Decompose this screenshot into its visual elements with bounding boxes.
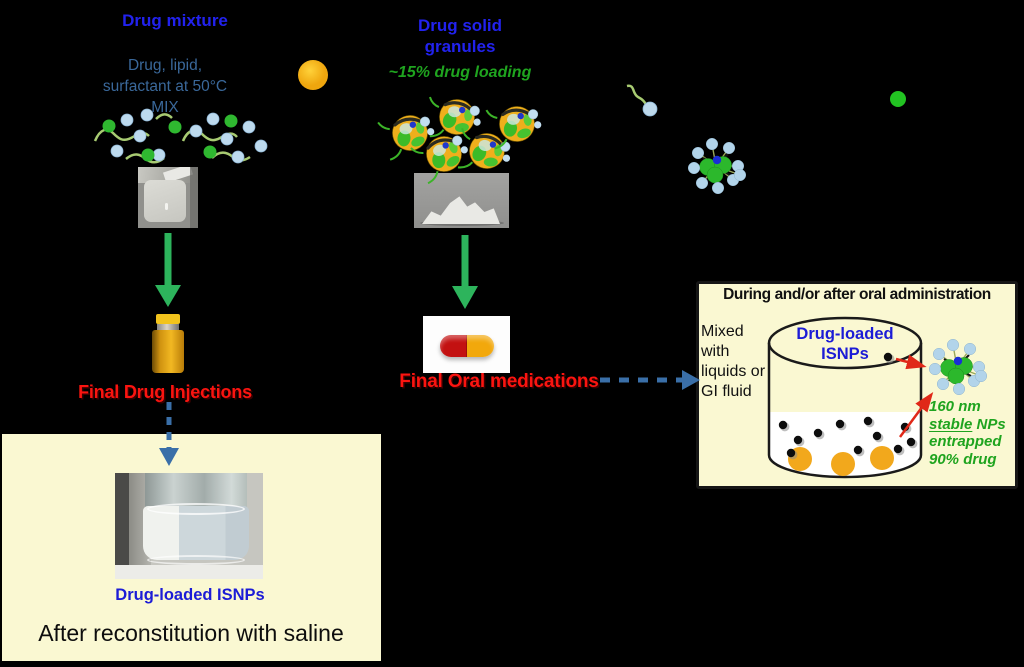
beaker-np-label-line2: ISNPs [821, 345, 869, 363]
beaker-np-label-line1: Drug-loaded [796, 325, 894, 343]
surfactant-molecule-icon [626, 84, 658, 117]
np-size-note-line2-rest: NPs [972, 415, 1006, 433]
semisolid-blob [144, 180, 186, 222]
capsule-photo [423, 316, 510, 373]
vial-body [152, 330, 184, 373]
vial-cap [156, 314, 180, 324]
mixture-subtitle: Drug, lipid, surfactant at 50°C MIX [80, 55, 250, 118]
final-drug-injections-label: Final Drug Injections [78, 382, 252, 402]
drug-mixture-title: Drug mixture [122, 11, 228, 30]
reconstituted-vial-photo [115, 473, 263, 579]
vial-band [157, 324, 179, 330]
vial-rim [147, 555, 245, 565]
photo-speck [165, 203, 168, 210]
mixed-with-note-line1: Mixed [701, 323, 744, 340]
photo-shadow [190, 167, 198, 228]
final-oral-medications-label: Final Oral medications [399, 371, 599, 392]
mixed-with-note-line3: liquids or [701, 363, 766, 380]
mixture-subtitle-line3: MIX [151, 99, 179, 116]
np-size-note-line4: 90% drug [929, 450, 997, 468]
mixed-with-note-line2: with [701, 343, 730, 360]
powder-photo [414, 173, 509, 228]
np-size-note-line3: entrapped [929, 433, 1002, 450]
mixture-subtitle-line2: surfactant at 50°C [102, 78, 228, 95]
liquid-surface [147, 503, 245, 515]
granules-title-line2: granules [424, 37, 496, 56]
oral-admin-title: During and/or after oral administration [723, 286, 991, 303]
green-particle-icon [890, 91, 906, 107]
blue-dashed-arrow [600, 370, 700, 390]
granules-title-line1: Drug solid [417, 16, 503, 35]
orange-particle-icon [298, 60, 328, 90]
reconstitution-caption: After reconstitution with saline [38, 620, 344, 646]
capsule-image [440, 335, 494, 357]
green-down-arrow [452, 235, 478, 309]
green-down-arrow [155, 233, 181, 307]
drug-solid-granules-title: Drug solid granules [385, 15, 535, 57]
mixed-with-note-line4: GI fluid [701, 383, 752, 400]
injection-vial-image [152, 314, 184, 373]
np-size-note-line1: 160 nm [929, 398, 981, 415]
drug-loading-note: ~15% drug loading [388, 64, 532, 81]
photo-background [115, 565, 263, 579]
milky-liquid [143, 506, 249, 560]
drug-granule-icon [376, 94, 545, 187]
powder-pile [422, 196, 500, 224]
mixed-with-note: Mixed with liquids or GI fluid [701, 322, 773, 402]
mixture-subtitle-line1: Drug, lipid, [127, 57, 203, 74]
photo-background [115, 473, 129, 579]
mixture-photo [138, 167, 198, 228]
reconstituted-np-label: Drug-loaded ISNPs [115, 586, 265, 604]
np-size-note-underlined: stable [929, 415, 973, 433]
nanoparticle-cluster-icon [687, 137, 747, 195]
